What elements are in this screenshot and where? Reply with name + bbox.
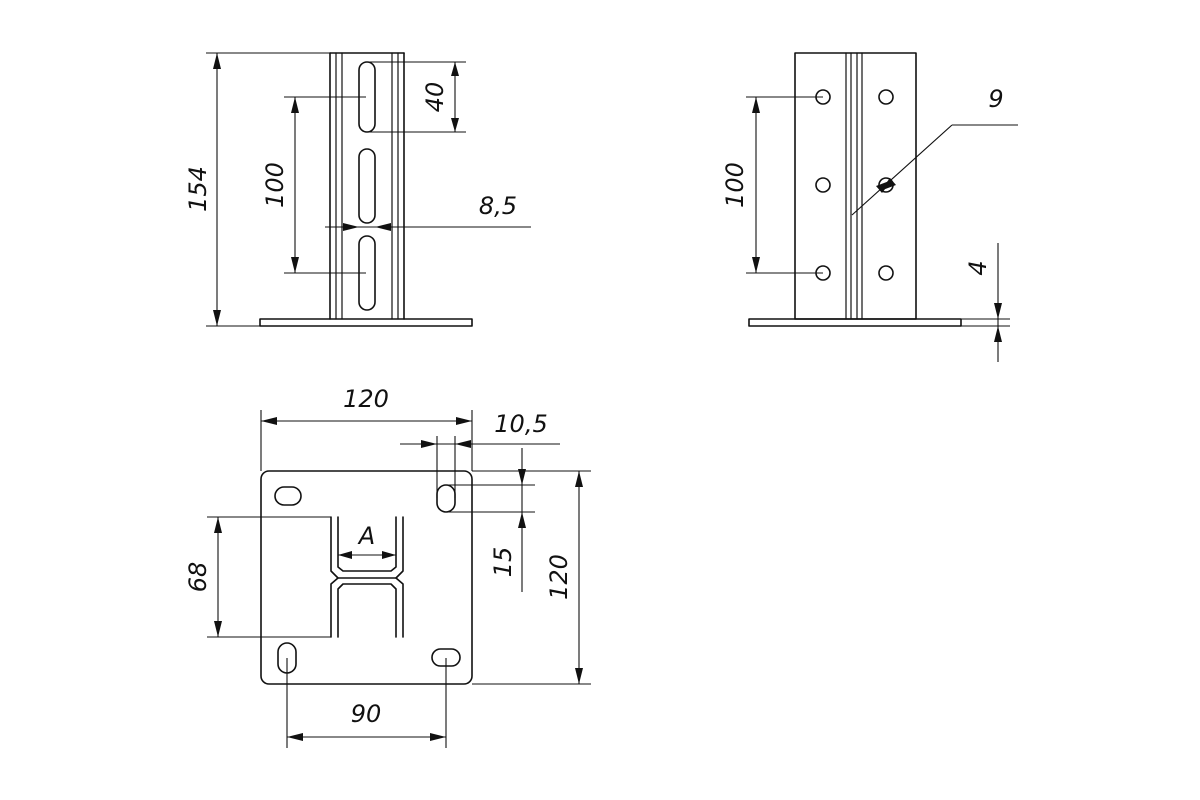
dim-slot-width-8-5: 8,5 <box>325 192 531 231</box>
dim-slot-length-label: 15 <box>489 547 517 578</box>
plan-slot-top-left <box>274 486 302 506</box>
front-view: 154 100 40 8,5 <box>184 52 531 327</box>
side-post <box>794 52 917 320</box>
plan-base-plate <box>260 470 473 685</box>
dim-slot-pitch-100: 100 <box>261 96 366 274</box>
dim-hole-pitch-label: 100 <box>721 162 749 208</box>
dim-hole-diameter-9: 9 <box>851 85 1018 216</box>
side-hole <box>815 177 831 193</box>
dim-slot-length-15: 15 <box>446 448 535 592</box>
plan-post-section <box>330 516 404 638</box>
dim-width-label: 120 <box>343 385 389 413</box>
dim-post-depth-68: 68 <box>184 516 331 638</box>
dim-height-154: 154 <box>184 52 330 327</box>
dim-width-120: 120 <box>260 385 473 471</box>
dim-plate-thickness-4: 4 <box>916 243 1010 362</box>
side-view: 100 9 4 <box>721 52 1018 362</box>
dim-plate-thickness-label: 4 <box>964 260 992 275</box>
dim-height-label: 154 <box>184 166 212 212</box>
side-hole <box>878 265 894 281</box>
dim-depth-label: 120 <box>545 554 573 600</box>
front-slot-middle <box>358 148 376 224</box>
dim-slot-length-40: 40 <box>367 61 466 133</box>
dim-hole-spacing-label: 90 <box>351 700 382 728</box>
dim-post-depth-label: 68 <box>184 562 212 593</box>
dim-hole-diameter-label: 9 <box>988 85 1003 113</box>
dim-inner-width-label: A <box>357 522 375 550</box>
plan-view: A 120 10,5 15 <box>184 385 591 748</box>
front-base-plate <box>259 318 473 327</box>
side-base-plate <box>748 318 962 327</box>
side-hole <box>878 89 894 105</box>
dim-hole-pitch-100: 100 <box>721 96 823 274</box>
front-post <box>329 52 405 320</box>
plan-slot-top-right <box>436 484 456 513</box>
dim-slot-width-label: 8,5 <box>479 192 517 220</box>
dim-inner-width-a: A <box>338 522 396 559</box>
dim-hole-spacing-90: 90 <box>286 658 447 748</box>
dim-slot-pitch-label: 100 <box>261 162 289 208</box>
dim-slot-width-label: 10,5 <box>494 410 547 438</box>
dim-slot-length-label: 40 <box>421 82 449 113</box>
dim-depth-120: 120 <box>472 470 591 685</box>
dim-slot-width-10-5: 10,5 <box>400 410 560 498</box>
